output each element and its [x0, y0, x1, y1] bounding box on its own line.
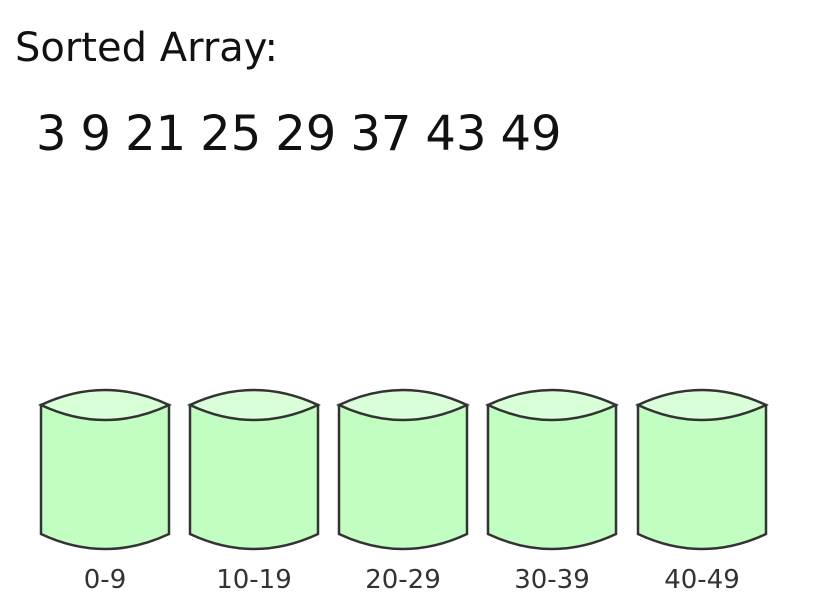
bucket-label: 30-39: [514, 565, 590, 595]
bucket-icon: [336, 388, 470, 551]
array-value: 21: [125, 106, 187, 162]
array-value: 49: [500, 106, 562, 162]
bucket-icon: [38, 388, 172, 551]
bucket-row: 0-9 10-19 20-29 30-39 40-49: [0, 380, 813, 610]
bucket-label: 40-49: [664, 565, 740, 595]
bucket: 10-19: [187, 380, 321, 606]
page-title: Sorted Array:: [15, 25, 279, 71]
bucket-icon: [187, 388, 321, 551]
bucket-label: 10-19: [216, 565, 292, 595]
bucket-icon: [485, 388, 619, 551]
bucket: 0-9: [38, 380, 172, 606]
bucket-icon: [635, 388, 769, 551]
bucket: 20-29: [336, 380, 470, 606]
bucket: 30-39: [485, 380, 619, 606]
bucket: 40-49: [635, 380, 769, 606]
array-value: 25: [200, 106, 262, 162]
array-value: 37: [350, 106, 412, 162]
bucket-label: 0-9: [83, 565, 127, 595]
array-value: 43: [425, 106, 487, 162]
array-value: 3: [36, 106, 67, 162]
bucket-label: 20-29: [365, 565, 441, 595]
array-value: 9: [80, 106, 112, 162]
array-value: 29: [275, 106, 337, 162]
